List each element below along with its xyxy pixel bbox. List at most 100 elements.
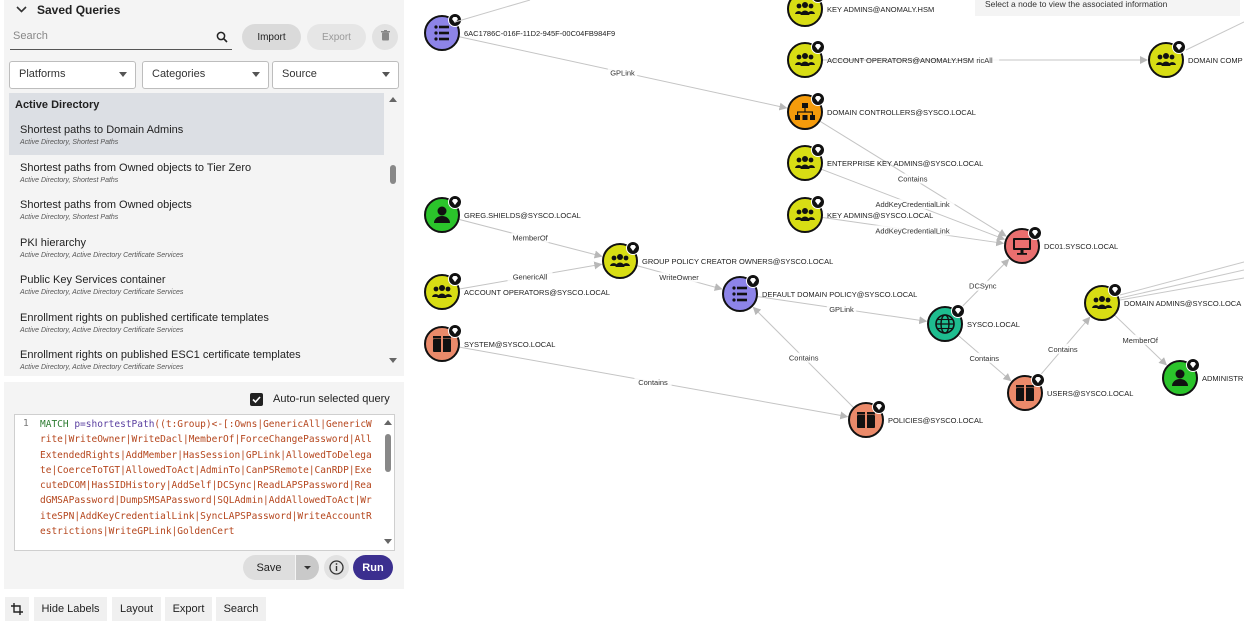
tier-zero-gem-icon — [1172, 40, 1186, 54]
nodes-layer: 6AC1786C-016F-11D2-945F-00C04FB984F9 KEY… — [424, 0, 1244, 438]
saved-queries-header[interactable]: Saved Queries — [16, 3, 120, 17]
node-label: USERS@SYSCO.LOCAL — [1047, 389, 1133, 398]
edge-label: Contains — [1048, 345, 1078, 354]
graph-node-system[interactable]: SYSTEM@SYSCO.LOCAL — [424, 324, 555, 362]
saved-query-item[interactable]: Shortest paths from Owned objects to Tie… — [9, 155, 384, 193]
query-editor-panel: Auto-run selected query 1 MATCH p=shorte… — [4, 382, 404, 589]
node-label: GROUP POLICY CREATOR OWNERS@SYSCO.LOCAL — [642, 257, 833, 266]
saved-query-category: Active Directory, Shortest Paths — [20, 214, 119, 221]
run-button[interactable]: Run — [353, 555, 393, 580]
graph-node-keyhsm[interactable]: KEY ADMINS@ANOMALY.HSM — [787, 0, 934, 27]
code-keyword: MATCH — [40, 419, 75, 430]
tier-zero-gem-icon — [448, 324, 462, 338]
graph-node-greg[interactable]: GREG.SHIELDS@SYSCO.LOCAL — [424, 195, 581, 233]
export-button[interactable]: Export — [307, 24, 366, 50]
graph-node-dcs[interactable]: DOMAIN CONTROLLERS@SYSCO.LOCAL — [787, 92, 976, 130]
graph-node-accop[interactable]: ACCOUNT OPERATORS@SYSCO.LOCAL — [424, 272, 610, 310]
graph-node-policies[interactable]: POLICIES@SYSCO.LOCAL — [848, 400, 983, 438]
node-label: 6AC1786C-016F-11D2-945F-00C04FB984F9 — [464, 29, 615, 38]
export-label: Export — [322, 31, 351, 43]
group-icon — [1092, 296, 1112, 309]
delete-button[interactable] — [372, 24, 398, 50]
graph-node-eka[interactable]: ENTERPRISE KEY ADMINS@SYSCO.LOCAL — [787, 143, 983, 181]
import-button[interactable]: Import — [242, 24, 301, 50]
save-button[interactable]: Save — [243, 555, 295, 580]
saved-query-item[interactable]: Enrollment rights on published ESC1 cert… — [9, 342, 384, 371]
edge-label-bg — [607, 67, 638, 78]
node-label: DOMAIN COMP — [1188, 56, 1243, 65]
cypher-editor[interactable]: 1 MATCH p=shortestPath((t:Group)<-[:Owns… — [14, 414, 395, 551]
caret-down-icon — [304, 566, 311, 570]
chevron-up-icon[interactable] — [16, 4, 27, 16]
node-label: SYSCO.LOCAL — [967, 320, 1020, 329]
cypher-code[interactable]: MATCH p=shortestPath((t:Group)<-[:Owns|G… — [40, 417, 375, 539]
export-graph-button[interactable]: Export — [165, 597, 212, 621]
hide-labels-button[interactable]: Hide Labels — [34, 597, 107, 621]
tier-zero-gem-icon — [626, 241, 640, 255]
platforms-select[interactable]: Platforms — [9, 61, 136, 89]
crop-button[interactable] — [5, 597, 29, 621]
tier-zero-gem-icon — [811, 143, 825, 157]
edge-label-bg — [507, 271, 553, 282]
saved-query-list[interactable]: Active Directory Shortest paths to Domai… — [9, 93, 384, 371]
graph-node-admin[interactable]: ADMINISTR — [1162, 358, 1244, 396]
auto-run-checkbox[interactable] — [250, 393, 263, 406]
search-icon — [216, 30, 228, 48]
graph-node-domcomp[interactable]: DOMAIN COMP — [1148, 40, 1243, 78]
globe-icon — [935, 314, 955, 334]
layout-button[interactable]: Layout — [112, 597, 161, 621]
categories-select[interactable]: Categories — [142, 61, 269, 89]
container-box-icon — [1016, 385, 1034, 401]
search-input[interactable]: Search — [10, 25, 232, 50]
saved-query-category: Active Directory, Active Directory Certi… — [20, 289, 184, 296]
category-header: Active Directory — [9, 93, 384, 117]
container-box-icon — [433, 336, 451, 352]
edge-label: Contains — [969, 354, 999, 363]
crop-icon — [11, 603, 23, 615]
edge-label-bg — [969, 55, 1000, 65]
node-label: ADMINISTR — [1202, 374, 1244, 383]
saved-queries-panel: Saved Queries Search Import Export Platf… — [4, 0, 404, 376]
graph-node-ka[interactable]: KEY ADMINS@SYSCO.LOCAL — [787, 195, 933, 233]
saved-query-category: Active Directory, Shortest Paths — [20, 176, 119, 184]
graph-node-domain[interactable]: SYSCO.LOCAL — [927, 304, 1020, 342]
graph-node-accophsm[interactable]: ACCOUNT OPERATORS@ANOMALY.HSM — [787, 40, 974, 78]
import-label: Import — [257, 31, 286, 43]
source-select[interactable]: Source — [272, 61, 399, 89]
graph-node-da[interactable]: DOMAIN ADMINS@SYSCO.LOCA — [1084, 283, 1241, 321]
save-options-button[interactable] — [296, 555, 319, 580]
saved-query-item[interactable]: Enrollment rights on published certifica… — [9, 305, 384, 343]
source-select-label: Source — [282, 68, 317, 80]
search-graph-button[interactable]: Search — [216, 597, 266, 621]
graph-node-users[interactable]: USERS@SYSCO.LOCAL — [1007, 373, 1133, 411]
edge-label: MemberOf — [1123, 336, 1159, 345]
graph-node-gpco[interactable]: GROUP POLICY CREATOR OWNERS@SYSCO.LOCAL — [602, 241, 833, 279]
node-label: DC01.SYSCO.LOCAL — [1044, 242, 1118, 251]
info-button[interactable] — [324, 555, 349, 580]
edge-label: GPLink — [829, 305, 854, 314]
editor-scrollbar[interactable] — [384, 419, 392, 545]
node-label: ACCOUNT OPERATORS@ANOMALY.HSM — [827, 56, 974, 65]
group-icon — [795, 2, 815, 15]
group-icon — [432, 285, 452, 298]
tier-zero-gem-icon — [746, 274, 760, 288]
saved-query-category: Active Directory, Shortest Paths — [20, 139, 119, 146]
graph-node-dc01[interactable]: DC01.SYSCO.LOCAL — [1004, 226, 1118, 264]
code-variable: p= — [74, 419, 86, 430]
policy-list-icon — [434, 25, 449, 41]
graph-node-gpo1[interactable]: 6AC1786C-016F-11D2-945F-00C04FB984F9 — [424, 13, 615, 51]
query-list-scrollbar[interactable] — [389, 96, 397, 364]
search-placeholder: Search — [13, 30, 48, 42]
edge-label-bg — [511, 232, 549, 243]
trash-icon — [380, 30, 390, 44]
group-icon — [795, 53, 815, 66]
saved-query-title: Shortest paths to Domain Admins — [20, 124, 184, 136]
group-icon — [795, 208, 815, 221]
edge-offscreen — [454, 0, 531, 23]
graph-node-ddp[interactable]: DEFAULT DOMAIN POLICY@SYSCO.LOCAL — [722, 274, 917, 312]
